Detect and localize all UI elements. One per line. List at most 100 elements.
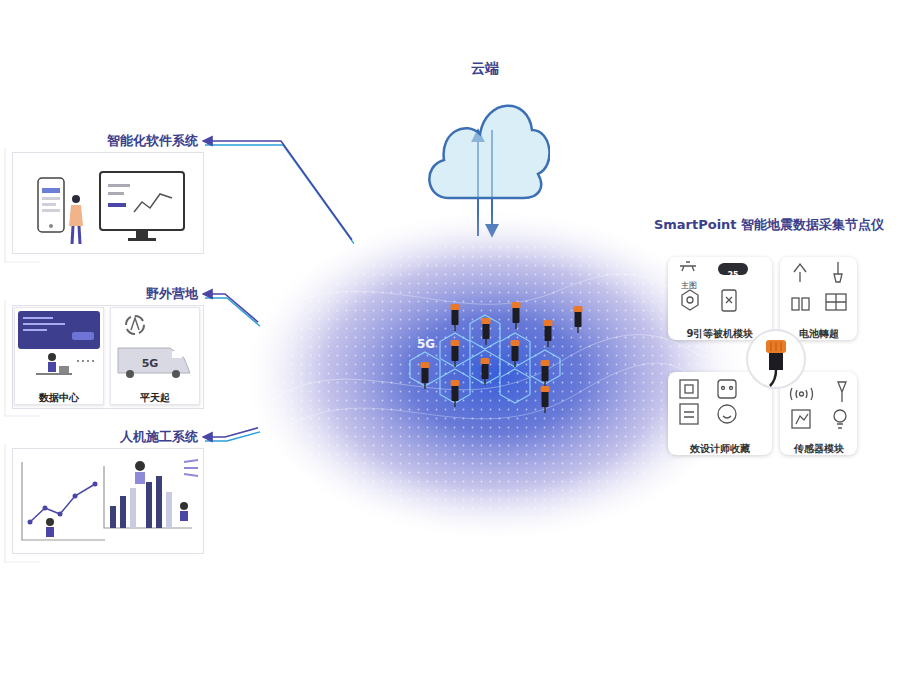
cloud-node: 云端 <box>420 58 550 208</box>
seismic-nodes-part <box>482 318 491 345</box>
module-icons-part <box>682 290 698 310</box>
panel-box: 人机施工系统 <box>10 426 204 554</box>
network-label: 5G <box>417 337 435 351</box>
network-dots-part <box>300 274 690 304</box>
construction-illustration-part <box>93 482 98 487</box>
module-label: 传感器模块 <box>794 442 844 455</box>
module-card: 电池轉超 <box>780 257 857 340</box>
text-slot: 电池轉超 <box>780 322 857 341</box>
camp-illustration-part <box>48 362 56 372</box>
hex-grid-part <box>470 315 500 349</box>
construction-illustration-part <box>104 466 192 528</box>
module-icons-part <box>722 290 736 311</box>
panel-brackets-part <box>5 148 40 262</box>
hex-grid-part <box>500 333 530 367</box>
construction-illustration-part <box>46 527 54 537</box>
construction-illustration-part <box>120 496 126 528</box>
text-slot: 主图 <box>674 273 704 292</box>
connector-line <box>205 298 260 326</box>
module-icons-part <box>718 263 748 275</box>
software-illustration-part <box>49 224 53 228</box>
construction-illustration-part <box>135 472 145 484</box>
module-icons-part <box>834 262 842 282</box>
camp-illustration-part <box>48 353 56 361</box>
small-label: 主图 <box>681 281 697 291</box>
construction-illustration-part <box>130 488 136 528</box>
hex-grid-part <box>440 369 470 403</box>
construction-illustration-part <box>43 506 48 511</box>
central-node-device-part <box>770 370 776 386</box>
module-icons-part <box>680 404 698 424</box>
hex-grid-part <box>440 333 470 367</box>
construction-illustration-part <box>58 512 63 517</box>
network-dots-part <box>268 335 722 402</box>
seismic-nodes-part <box>451 304 460 331</box>
module-icons-part <box>796 414 808 424</box>
construction-illustration-part <box>28 520 33 525</box>
small-label: 5G <box>142 357 159 371</box>
panel-heading: 野外营地 <box>146 285 198 303</box>
module-icons-part <box>684 412 694 417</box>
module-icons-part <box>722 387 725 390</box>
hex-grid <box>410 315 560 403</box>
text-slot: 9引等被机模块 <box>668 322 772 341</box>
construction-illustration-part <box>184 460 198 462</box>
camp-illustration-part <box>118 348 190 373</box>
panel-heading: 人机施工系统 <box>120 428 198 446</box>
seismic-nodes-part <box>574 306 583 333</box>
text-slot: 5G <box>135 352 165 371</box>
construction-illustration-part <box>46 518 54 526</box>
scene-label: 数据中心 <box>39 391 79 404</box>
construction-illustration-part <box>135 461 145 471</box>
hex-grid-part <box>530 350 560 384</box>
camp-illustration-part <box>59 366 69 373</box>
module-label: 9引等被机模块 <box>687 327 754 340</box>
panel-frame <box>12 448 204 554</box>
camp-illustration-part <box>23 323 65 325</box>
camp-illustration-part <box>172 351 182 358</box>
text-slot: SmartPoint 智能地震数据采集节点仪 <box>644 214 894 234</box>
connector-line <box>203 141 352 240</box>
software-illustration-part <box>136 230 148 238</box>
module-icons-part <box>687 297 693 303</box>
camp-illustration-part <box>126 370 134 378</box>
software-illustration-part <box>38 178 64 232</box>
central-node-device <box>747 330 805 388</box>
panel-frame <box>12 152 204 254</box>
seismic-nodes-part <box>511 340 520 367</box>
module-icons-part <box>685 385 693 393</box>
panel-box: 智能化软件系统 <box>10 130 204 254</box>
small-label: 25 <box>727 270 738 282</box>
module-label: 电池轉超 <box>799 327 839 340</box>
software-illustration-part <box>108 184 130 187</box>
software-illustration-part <box>134 194 172 212</box>
construction-illustration-part <box>110 506 116 528</box>
construction-illustration-part <box>73 494 78 499</box>
module-icons-part <box>680 380 698 398</box>
module-icons-part <box>726 297 732 303</box>
seismic-nodes-part <box>451 380 460 407</box>
software-illustration-part <box>69 205 83 226</box>
construction-illustration-part <box>30 484 95 522</box>
software-illustration <box>38 172 184 244</box>
software-illustration-part <box>42 203 56 206</box>
text-slot: 智能化软件系统 <box>10 130 198 150</box>
module-card: 9引等被机模块 主图 25 <box>668 257 772 340</box>
seismic-nodes-part <box>451 340 460 367</box>
text-slot: 平天起 <box>111 386 199 405</box>
module-icons-part <box>838 382 846 402</box>
connector <box>203 428 260 441</box>
cloud-shape <box>420 58 550 208</box>
seismic-nodes-part <box>481 358 490 385</box>
panel-heading: 智能化软件系统 <box>107 132 198 150</box>
camp-illustration-part <box>92 360 94 362</box>
seismic-nodes-part <box>512 302 521 329</box>
hex-grid-part <box>410 352 440 386</box>
camp-illustration-part <box>82 360 84 362</box>
module-icons-part <box>802 298 809 310</box>
construction-illustration-part <box>22 462 105 540</box>
text-slot: 野外营地 <box>10 283 198 303</box>
module-icons-part <box>792 298 799 310</box>
central-node-device-part <box>747 330 805 388</box>
